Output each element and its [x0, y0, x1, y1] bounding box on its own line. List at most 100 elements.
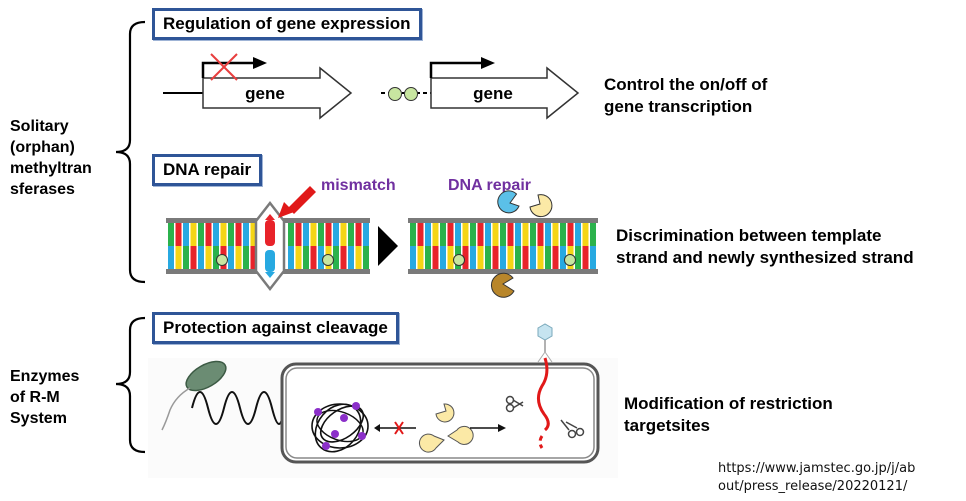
- solitary-line-4: sferases: [10, 181, 75, 198]
- bacterium-icon: [161, 360, 227, 431]
- protection-description: Modification of restriction targetsites: [624, 393, 833, 437]
- base-pair-segment: [198, 222, 204, 246]
- base-pair-segment: [190, 222, 197, 246]
- base-pair-segment: [590, 246, 596, 270]
- repair-desc-line-1: Discrimination between template: [616, 226, 882, 245]
- solitary-line-2: (orphan): [10, 139, 75, 156]
- base-pair-segment: [485, 222, 491, 246]
- gene-regulation-diagram: gene gene: [163, 53, 580, 120]
- regulation-title: Regulation of gene expression: [152, 8, 422, 40]
- base-pair-segment: [410, 222, 416, 246]
- base-pair-segment: [348, 222, 354, 246]
- base-pair-segment: [168, 222, 174, 246]
- base-pair-segment: [250, 222, 257, 246]
- base-pair-segment: [243, 246, 249, 270]
- base-pair-segment: [552, 246, 559, 270]
- base-pair-segment: [363, 222, 369, 246]
- base-pair-segment: [500, 222, 506, 246]
- rm-line-3: System: [10, 410, 67, 427]
- base-pair-segment: [545, 246, 551, 270]
- pacman-enzyme-icon-2: [419, 403, 474, 453]
- solitary-line-1: Solitary: [10, 118, 69, 135]
- regulation-desc-line-2: gene transcription: [604, 97, 753, 116]
- base-pair-segment: [417, 246, 424, 270]
- base-pair-segment: [183, 222, 189, 246]
- phage-icon: [537, 323, 553, 363]
- methyl-dot: [216, 254, 228, 266]
- base-pair-segment: [440, 246, 446, 270]
- base-pair-segment: [507, 246, 514, 270]
- rm-bracket: [115, 316, 146, 454]
- repair-description: Discrimination between template strand a…: [616, 225, 914, 269]
- flagellum-wave: [191, 391, 285, 425]
- base-pair-segment: [537, 222, 544, 246]
- base-pair-segment: [530, 222, 536, 246]
- source-url[interactable]: https://www.jamstec.go.jp/j/ab out/press…: [718, 460, 915, 496]
- base-pair-segment: [228, 222, 234, 246]
- base-pair-segment: [310, 222, 317, 246]
- base-pair-segment: [175, 246, 182, 270]
- base-pair-segment: [470, 222, 476, 246]
- methylated-genome: [311, 402, 369, 453]
- base-pair-segment: [425, 246, 431, 270]
- base-pair-segment: [567, 222, 574, 246]
- rm-line-1: Enzymes: [10, 368, 80, 385]
- base-pair-segment: [325, 222, 332, 246]
- blocked-arrow: [374, 421, 416, 435]
- base-pair-segment: [348, 246, 354, 270]
- gene-arrow-right: [430, 66, 580, 120]
- base-pair-segment: [470, 246, 476, 270]
- base-pair-segment: [537, 246, 544, 270]
- phage-dna: [537, 357, 550, 432]
- base-pair-segment: [213, 222, 219, 246]
- mismatch-arrow: [278, 186, 316, 218]
- close-x-icon-2: [394, 421, 404, 435]
- rm-line-2: of R-M: [10, 389, 60, 406]
- base-pair-segment: [582, 246, 589, 270]
- base-pair-segment: [575, 246, 581, 270]
- base-pair-segment: [447, 246, 454, 270]
- regulation-description: Control the on/off of gene transcription: [604, 74, 767, 118]
- base-pair-segment: [190, 246, 197, 270]
- transcription-arrow-icon: [201, 57, 267, 78]
- base-pair-segment: [333, 222, 339, 246]
- protection-desc-line-2: targetsites: [624, 416, 710, 435]
- rm-label: Enzymes of R-M System: [10, 366, 79, 429]
- mismatch-bubble: [254, 200, 286, 292]
- base-pair-segment: [235, 246, 242, 270]
- solitary-line-3: methyltran: [10, 160, 92, 177]
- base-pair-segment: [530, 246, 536, 270]
- base-pair-segment: [485, 246, 491, 270]
- base-pair-segment: [363, 246, 369, 270]
- repair-title: DNA repair: [152, 154, 263, 186]
- base-pair-segment: [220, 222, 227, 246]
- base-pair-segment: [440, 222, 446, 246]
- regulation-desc-line-1: Control the on/off of: [604, 75, 768, 94]
- base-pair-segment: [432, 246, 439, 270]
- base-pair-segment: [340, 222, 347, 246]
- base-pair-segment: [492, 222, 499, 246]
- base-pair-segment: [288, 222, 294, 246]
- base-pair-segment: [447, 222, 454, 246]
- base-pair-segment: [198, 246, 204, 270]
- gene-arrow-left: [202, 66, 353, 120]
- dna-repair-diagram: [166, 186, 598, 298]
- protection-diagram: [148, 323, 618, 478]
- base-pair-segment: [288, 246, 294, 270]
- solitary-label: Solitary (orphan) methyltran sferases: [10, 116, 92, 200]
- base-pair-segment: [425, 222, 431, 246]
- base-pair-segment: [477, 222, 484, 246]
- dna-strand-after: [410, 222, 596, 270]
- gene-label-left: gene: [245, 84, 285, 103]
- base-pair-segment: [228, 246, 234, 270]
- base-pair-segment: [333, 246, 339, 270]
- base-pair-segment: [303, 222, 309, 246]
- base-pair-segment: [522, 222, 529, 246]
- base-pair-segment: [582, 222, 589, 246]
- protection-title: Protection against cleavage: [152, 312, 399, 344]
- base-pair-segment: [545, 222, 551, 246]
- base-pair-segment: [243, 222, 249, 246]
- base-pair-segment: [522, 246, 529, 270]
- base-pair-segment: [355, 222, 362, 246]
- base-pair-segment: [213, 246, 219, 270]
